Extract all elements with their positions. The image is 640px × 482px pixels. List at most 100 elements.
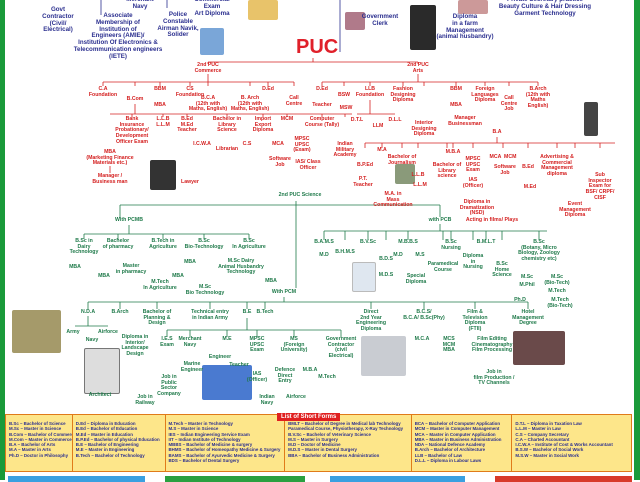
commerce-node: B.C.A (12th with Maths, English) <box>188 95 228 113</box>
pcmb-node: M.Sc Dairy Animal Husbandry Technology <box>218 258 264 276</box>
pcmb-node: M.Tech In Agriculture <box>143 279 177 291</box>
police-illustration <box>584 102 598 136</box>
pcmb-node: MBA <box>184 259 196 265</box>
ba-node: M.A. in Mass Communication <box>373 191 413 209</box>
architect-sketch <box>84 348 120 394</box>
ba-node: Advertising & Commercial Management dipl… <box>540 154 574 178</box>
clerk-photo <box>345 12 365 30</box>
science-node: With PCMB <box>115 217 143 223</box>
commerce-node: Lawyer <box>181 179 199 185</box>
commerce-node: 2nd PUC Commerce <box>194 62 222 74</box>
legend-column: BMLT – Bachelor of Degree in Medical lab… <box>285 415 412 471</box>
top-careers-node: Associate Membership of Institution of E… <box>73 12 163 60</box>
puc-title: PUC <box>296 36 339 58</box>
doctor-illustration <box>352 262 376 292</box>
pcm-node: B.C.S/ B.C.A/ B.Sc(Phy) <box>403 309 445 321</box>
ba-node: Event Management Diploma <box>559 201 591 219</box>
commerce-node: MBA (Marketing Finance Materials etc.) <box>86 149 134 167</box>
commerce-node: C.A Foundation <box>88 86 118 98</box>
pcm-node: Film Editing Cinematography Film Process… <box>471 336 513 354</box>
guitarist-illustration <box>410 5 436 50</box>
commerce-node: MCM <box>280 116 294 122</box>
pcb-node: M.Sc (Bio-Tech) <box>544 274 570 286</box>
pcm-node: Government Contractor (civil Electrical) <box>325 336 357 360</box>
pcm-node: Airforce <box>286 394 306 400</box>
arts-node: MBA <box>450 102 462 108</box>
pcb-node: B.D.S <box>379 256 393 262</box>
science-node: With PCM <box>271 289 297 295</box>
pcb-node: B.Sc (Botany, Micro Biology, Zoology che… <box>518 239 560 263</box>
top-careers-node: Private Secretary practice Beauty Cultur… <box>498 0 592 17</box>
ba-node: M.B.A <box>445 149 461 155</box>
commerce-node: B. Arch (12th with Maths, English) <box>230 95 270 113</box>
pcb-node: M.Tech <box>548 288 566 294</box>
pcm-node: MCS MCM MBA <box>442 336 456 354</box>
ba-node: Acting in films/ Plays <box>465 217 519 223</box>
ba-node: MCA MCM <box>489 154 517 160</box>
left-green-border <box>0 0 5 480</box>
pcm-node: M.C.A <box>414 336 430 342</box>
pcm-node: M.Tech <box>318 374 336 380</box>
pcm-node: Marine Engineer <box>180 361 204 373</box>
engineer-illustration <box>202 365 252 400</box>
pcm-node: M.E <box>222 336 232 342</box>
footer-bar-green <box>165 476 305 482</box>
legend-column: D.Ed – Diploma in Education B.Ed – Bache… <box>73 415 166 471</box>
pcmb-node: Bachelor of pharmacy <box>102 238 134 250</box>
ba-node: B.Ed <box>522 164 534 170</box>
short-forms-legend: B.Sc – Bachelor of Science M.Sc – Master… <box>5 414 632 472</box>
commerce-node: C.S <box>242 141 252 147</box>
pcm-node: Job in Public Sector Company <box>157 374 181 398</box>
pcb-node: B.V.Sc <box>360 239 376 245</box>
arts-node: Call Centre Job <box>500 95 518 113</box>
pcm-node: B.E <box>242 309 252 315</box>
pcb-node: Special Diploma <box>405 273 427 285</box>
painter-illustration <box>248 0 278 20</box>
pcb-node: Paramedical Course <box>427 261 459 273</box>
arts-node: LLB Foundation <box>355 86 385 98</box>
arts-node: BSW <box>337 92 351 98</box>
right-green-border <box>634 0 640 480</box>
commerce-node: MBA <box>154 102 166 108</box>
pcb-node: M.B.B.S <box>398 239 418 245</box>
commerce-node: Software Job <box>269 156 291 168</box>
pcb-node: Ph.D <box>514 297 526 303</box>
legend-title: List of Short Forms <box>277 413 341 421</box>
top-careers-node: Police Constable Airman Navik, Solider <box>157 11 199 39</box>
pcm-node: Hotel Management Degree <box>512 309 544 327</box>
ba-node: Sub Inspector Exam for BSF/ CRPF/ CISF <box>585 172 615 201</box>
arts-node: Teacher <box>312 102 332 108</box>
ba-node: Software Job <box>494 164 516 176</box>
top-careers-node: Commercial Exam Art Diploma <box>194 0 230 17</box>
pcm-node: Navy <box>85 337 99 343</box>
pcm-node: MPSC UPSC Exam <box>249 336 265 354</box>
commerce-node: B.Ed M.Ed Teacher <box>177 116 197 134</box>
pcb-node: B.A.M.S <box>314 239 334 245</box>
arts-node: Interior Designing Diploma <box>411 120 437 138</box>
pcmb-node: B.Sc In Agriculture <box>232 238 266 250</box>
commerce-node: Computer Course (Tally) <box>304 116 340 128</box>
top-careers-node: Government Clerk <box>361 13 399 27</box>
ba-node: L.L.B <box>411 172 425 178</box>
pcm-node: Diploma in Interior/ Landscape Design <box>121 334 149 358</box>
pcmb-node: MBA <box>265 278 277 284</box>
commerce-node: Call Centre <box>285 95 303 107</box>
commerce-node: IAS/ Class Officer <box>295 159 321 171</box>
pcm-node: Technical entry in Indian Army <box>191 309 229 321</box>
science-node: with PCB <box>428 217 452 223</box>
pcmb-node: Master in pharmacy <box>115 263 147 275</box>
arts-node: MSW <box>339 105 353 111</box>
pcb-node: M.Phil <box>519 282 535 288</box>
soldiers-photo <box>12 310 61 353</box>
pcmb-node: MBA <box>98 273 110 279</box>
pcb-node: M.S <box>415 252 425 258</box>
pcm-node: MS (Foreign University) <box>280 336 308 354</box>
pcm-node: Teacher <box>229 362 249 368</box>
pcb-node: B.Sc Home Science <box>492 261 512 279</box>
pcm-node: Engineer <box>208 354 232 360</box>
ba-node: B.P.Ed <box>356 162 374 168</box>
pcb-node: B.H.M.S <box>335 249 355 255</box>
pcmb-node: M.Sc Bio Technology <box>185 284 225 296</box>
pcb-node: M.D.S <box>378 272 394 278</box>
